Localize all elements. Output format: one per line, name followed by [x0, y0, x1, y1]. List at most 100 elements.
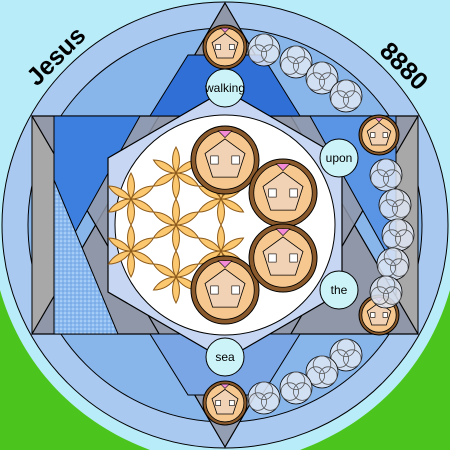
trefoil-6-lobe	[382, 229, 401, 248]
trefoil-2-lobe	[312, 61, 332, 81]
trefoil-7-lobe	[383, 247, 403, 266]
trefoil-1	[279, 45, 313, 79]
bubble-the: the	[319, 270, 359, 310]
trefoil-2	[305, 61, 339, 95]
flower-rosette-2-petal	[172, 275, 180, 305]
flower-rosette-2-petal	[172, 249, 180, 279]
medallion-centre-right-lower-eye-left	[268, 253, 277, 263]
trefoil-8	[369, 275, 403, 309]
medallion-bottom-face	[211, 388, 239, 415]
medallion-centre-right-lower-eye-right	[289, 253, 298, 263]
trefoil-1-lobe	[280, 56, 299, 75]
trefoil-12-lobe	[254, 381, 274, 401]
bubble-sea-text: sea	[215, 350, 235, 364]
trefoil-11-lobe	[286, 371, 306, 391]
trefoil-1-lobe	[286, 45, 306, 65]
medallion-centre-right-upper-face	[262, 171, 304, 211]
trefoil-2-lobe	[319, 72, 338, 91]
trefoil-5-lobe	[392, 199, 411, 218]
trefoil-10-lobe	[319, 366, 338, 385]
trefoil-4-lobe	[370, 169, 389, 188]
trefoil-0-lobe	[254, 33, 274, 53]
trefoil-11-lobe	[293, 382, 312, 401]
trefoil-5	[378, 188, 412, 222]
bubble-walking-circle	[205, 68, 245, 108]
flower-rosette-4-petal	[127, 223, 135, 253]
medallion-centre-bottom	[190, 255, 260, 325]
bubble-upon-text: upon	[326, 151, 353, 165]
medallion-right-upper-accent	[374, 117, 384, 123]
bubble-sea-circle	[205, 337, 245, 377]
trefoil-9	[329, 338, 363, 372]
flower-rosette-3-petal	[107, 198, 132, 213]
trefoil-2-lobe	[306, 72, 325, 91]
trefoil-0	[247, 33, 281, 67]
trefoil-8-lobe	[370, 286, 389, 305]
trefoil-0-lobe	[248, 44, 267, 63]
flower-rosette-3-petal	[130, 185, 155, 200]
trefoil-3-lobe	[330, 90, 349, 109]
trefoil-12-lobe	[248, 392, 267, 411]
trefoil-6	[381, 218, 415, 252]
trefoil-9-lobe	[343, 349, 362, 368]
flower-rosette-4-petal	[127, 249, 135, 279]
trefoil-6-lobe	[388, 218, 408, 238]
left-dotted-wedge	[53, 179, 119, 335]
trefoil-6-lobe	[395, 229, 414, 248]
trefoil-3	[329, 79, 363, 113]
medallion-right-upper-face	[366, 122, 392, 146]
trefoil-arc	[247, 33, 415, 415]
medallion-top-eye-right	[229, 44, 235, 50]
medallion-centre-right-upper-accent	[275, 163, 291, 171]
trefoil-11-lobe	[280, 382, 299, 401]
trefoil-10	[305, 355, 339, 389]
medallion-centre-right-upper-eye-left	[268, 188, 277, 198]
medallion-centre-bottom-accent	[217, 260, 233, 268]
flower-rosette-6-petal	[220, 237, 245, 252]
medallion-right-lower-eye-left	[370, 312, 376, 318]
medallion-centre-right-lower-accent	[275, 228, 291, 236]
medallion-centre-right-lower-face	[262, 236, 304, 276]
trefoil-10-lobe	[306, 366, 325, 385]
trefoil-1-lobe	[293, 56, 312, 75]
trefoil-8-lobe	[376, 275, 396, 295]
medallion-bottom	[202, 380, 248, 426]
trefoil-4-lobe	[383, 169, 402, 188]
flower-rosette-4-petal	[130, 237, 155, 252]
trefoil-4-lobe	[376, 158, 396, 178]
flower-rosette-6-petal	[197, 237, 222, 252]
medallion-top	[202, 24, 248, 70]
medallion-centre-top	[190, 125, 260, 195]
trefoil-3-lobe	[343, 90, 362, 109]
medallion-centre-right-lower	[248, 223, 318, 293]
trefoil-12	[247, 381, 281, 415]
bubble-walking: walking	[204, 68, 245, 108]
medallion-centre-top-eye-right	[231, 155, 240, 165]
bubble-walking-text: walking	[204, 81, 245, 95]
trefoil-7-lobe	[390, 258, 409, 277]
flower-rosette-4-petal	[107, 237, 132, 252]
trefoil-5-lobe	[379, 199, 398, 218]
medallion-bottom-eye-right	[229, 400, 235, 406]
medallion-top-face	[211, 32, 239, 59]
grass-corner-right	[300, 290, 450, 450]
medallion-centre-top-eye-left	[210, 155, 219, 165]
flower-rosette-1-petal	[172, 145, 180, 175]
medallion-right-upper	[358, 114, 400, 156]
medallion-bottom-eye-left	[215, 400, 221, 406]
flower-rosette-3-petal	[127, 171, 135, 201]
flower-rosette-5-petal	[197, 198, 222, 213]
trefoil-7	[376, 247, 410, 281]
flower-rosette-3-petal	[130, 198, 155, 213]
medallion-top-accent	[219, 27, 231, 33]
trefoil-11	[279, 371, 313, 405]
medallion-bottom-accent	[219, 383, 231, 389]
medallion-right-lower-eye-right	[382, 312, 388, 318]
flower-rosette-1-petal	[152, 159, 177, 174]
medallion-centre-bottom-face	[204, 268, 246, 308]
medallion-centre-bottom-eye-right	[231, 285, 240, 295]
medallion-centre-top-accent	[217, 130, 233, 138]
bubble-sea: sea	[205, 337, 245, 377]
